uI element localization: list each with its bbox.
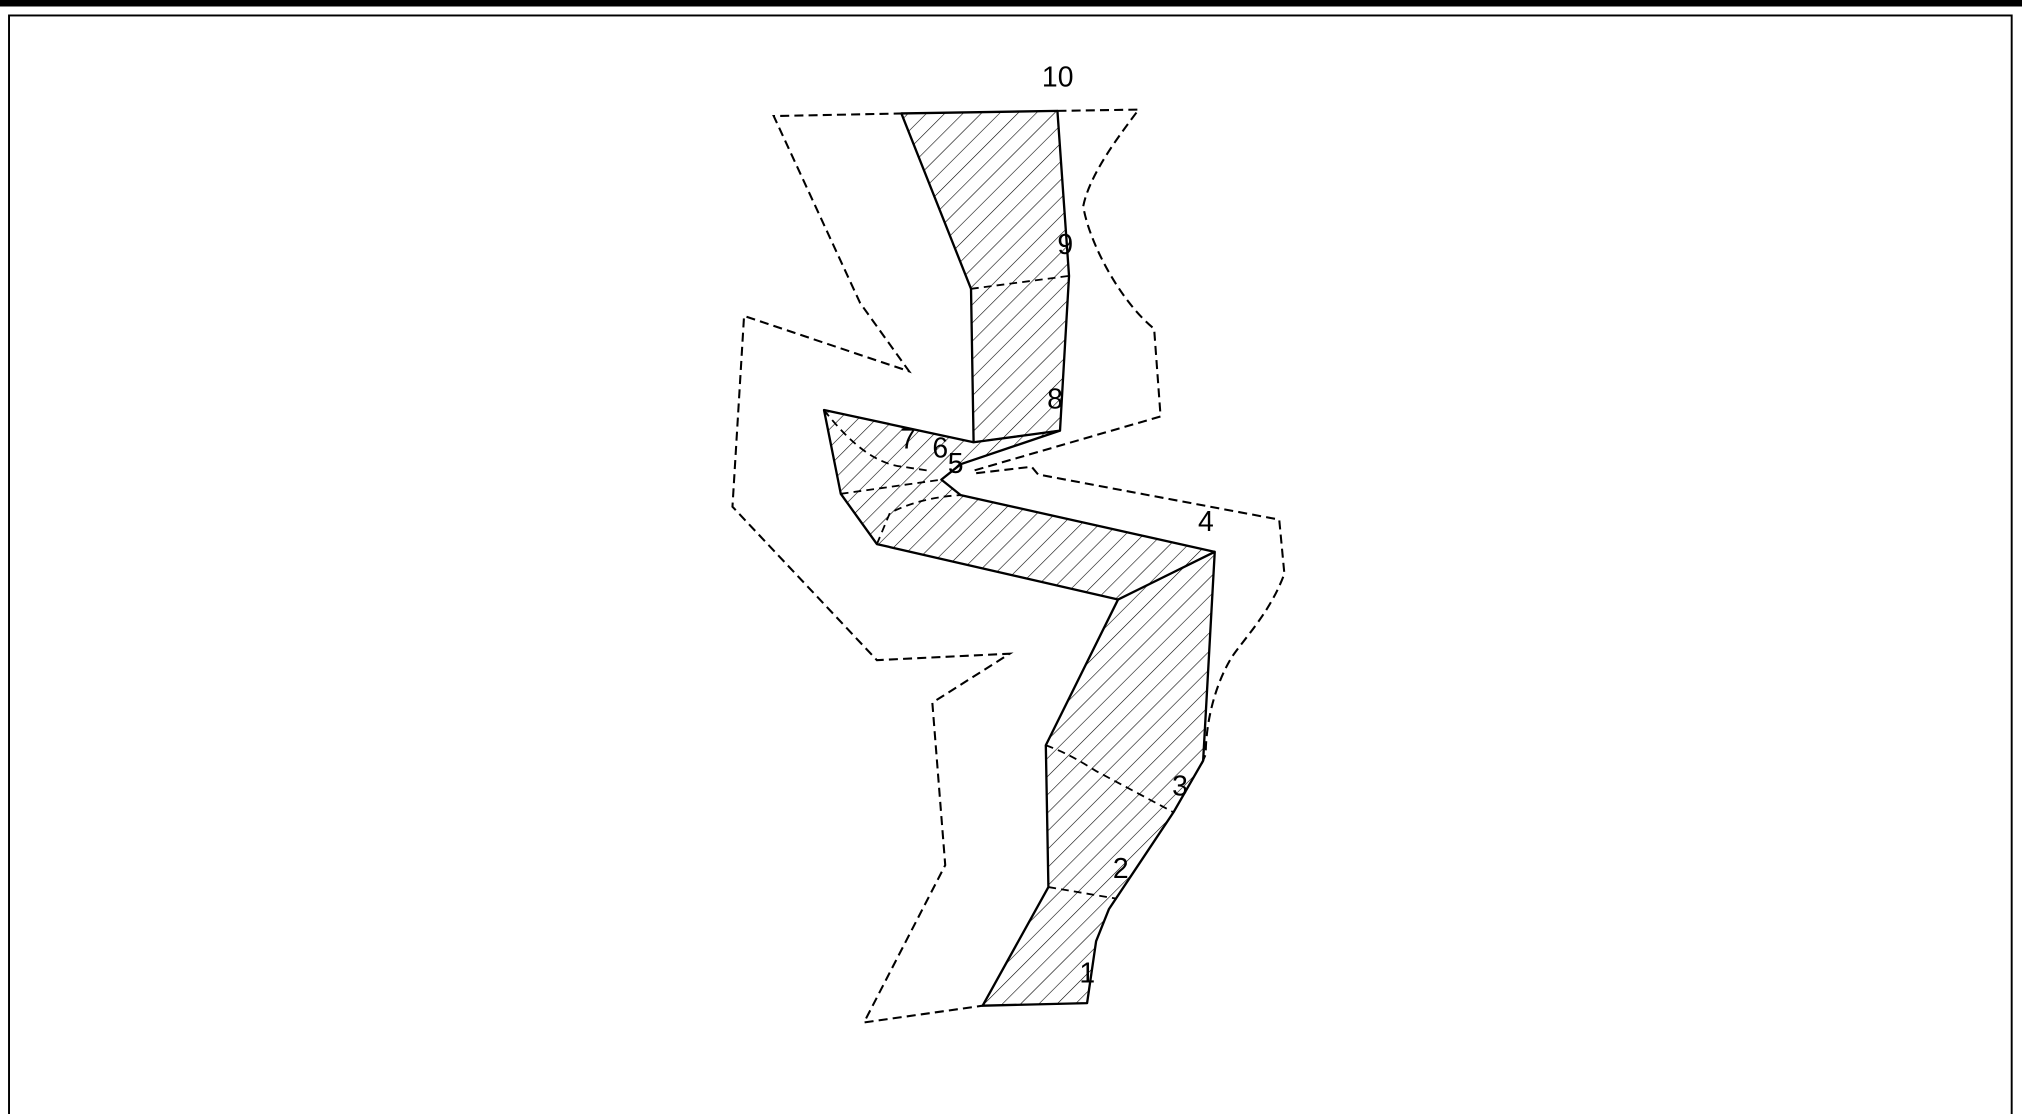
segment-label-7: 7 (900, 424, 916, 456)
outer-boundary-right (973, 108, 1162, 472)
hatched-region (822, 109, 1216, 1007)
division-lines (823, 275, 1216, 900)
segment-label-2: 2 (1113, 853, 1129, 885)
division-7-6 (823, 409, 929, 472)
segment-label-10: 10 (1042, 61, 1074, 93)
division-4-3 (1117, 551, 1216, 601)
segment-label-4: 4 (1198, 506, 1214, 538)
segment-label-1: 1 (1079, 957, 1095, 989)
outer-boundary-lower-right (976, 465, 1286, 764)
division-5-4 (876, 494, 961, 545)
division-6-5 (840, 478, 942, 495)
segment-label-9: 9 (1057, 229, 1073, 261)
outer-boundary-left (731, 112, 1014, 1024)
division-8-7 (973, 429, 1061, 444)
segment-labels: 1 2 3 4 5 6 7 8 9 10 (900, 61, 1214, 989)
segment-label-6: 6 (932, 433, 948, 465)
inner-frame (8, 14, 2013, 1114)
segment-label-8: 8 (1047, 384, 1063, 416)
segment-label-5: 5 (948, 448, 964, 480)
division-3-2 (1045, 744, 1174, 814)
segment-middle (824, 410, 1215, 600)
division-9-8 (970, 275, 1070, 290)
division-2-1 (1048, 886, 1117, 900)
segment-label-3: 3 (1172, 771, 1188, 803)
segment-lower (981, 550, 1216, 1007)
